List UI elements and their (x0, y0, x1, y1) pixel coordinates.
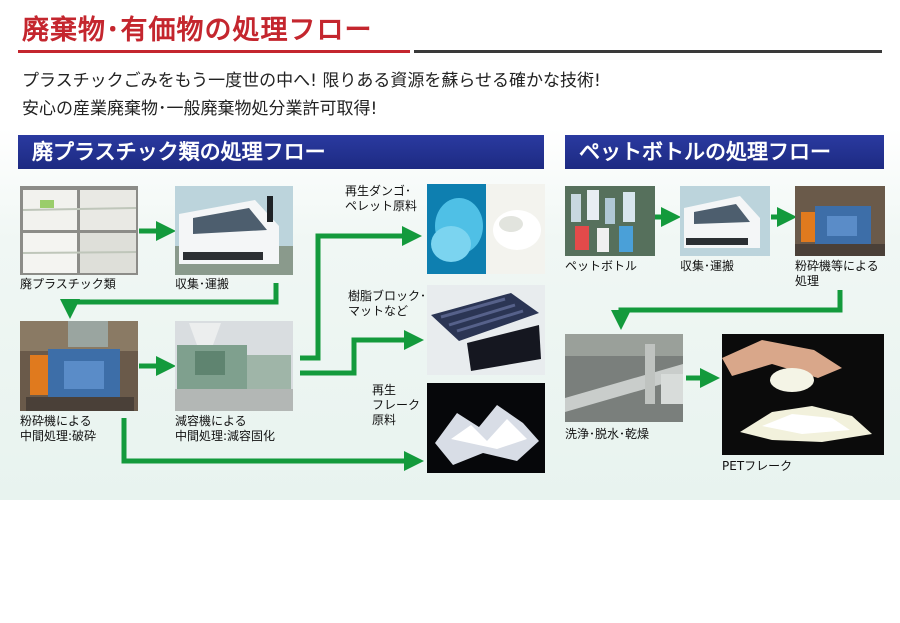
crusher-caption-line-2: 中間処理:破砕 (20, 429, 97, 443)
flake-caption-line-3: 原料 (372, 413, 397, 427)
collection-caption: 収集･運搬 (175, 277, 230, 291)
arrow-collection-to-crusher (60, 283, 279, 319)
block-caption-line-1: 樹脂ブロック･ (348, 289, 427, 303)
arrow-reducer-to-pellet (300, 226, 422, 361)
pet-collection-truck-photo (680, 186, 770, 256)
pet-flake-caption: PETフレーク (722, 459, 793, 473)
waste-plastic-caption: 廃プラスチック類 (20, 277, 116, 291)
washing-drying-photo (565, 334, 683, 422)
arrow-pet-crusher-to-washing (611, 290, 843, 330)
title-underline-red (18, 50, 410, 53)
arrow-reducer-to-block (300, 330, 424, 376)
intro-line-2: 安心の産業廃棄物･一般廃棄物処分業許可取得! (22, 99, 378, 119)
pet-crusher-caption-line-2: 処理 (795, 274, 820, 288)
pet-crusher-photo (795, 186, 885, 256)
block-caption-line-2: マットなど (348, 304, 409, 318)
title-underline-dark (414, 50, 882, 53)
page-title: 廃棄物･有価物の処理フロー (22, 15, 373, 46)
reducer-caption-line-1: 減容機による (175, 414, 247, 428)
pet-bottles-caption: ペットボトル (565, 259, 638, 273)
crusher-photo (20, 321, 138, 411)
arrow-crusher-to-flake (121, 418, 424, 471)
pet-flow-banner: ペットボトルの処理フロー (565, 135, 884, 169)
flake-caption-line-1: 再生 (372, 383, 397, 397)
resin-block-mat-photo (427, 285, 545, 375)
flake-caption-line-2: フレーク (372, 398, 421, 412)
intro-line-1: プラスチックごみをもう一度世の中へ! 限りある資源を蘇らせる確かな技術! (22, 71, 601, 91)
volume-reducer-photo (175, 321, 293, 411)
crusher-caption-line-1: 粉砕機による (20, 414, 92, 428)
pet-flake-photo (722, 334, 884, 455)
waste-plastic-bales-photo (20, 186, 138, 275)
pet-collection-caption: 収集･運搬 (680, 259, 735, 273)
pet-bottles-photo (565, 186, 655, 256)
collection-truck-photo (175, 186, 293, 275)
pet-crusher-caption-line-1: 粉砕機等による (795, 259, 879, 273)
pellet-caption-line-2: ペレット原料 (345, 199, 418, 213)
recycled-flake-photo (427, 383, 545, 473)
pellet-caption-line-1: 再生ダンゴ･ (345, 184, 412, 198)
reducer-caption-line-2: 中間処理:減容固化 (175, 429, 276, 443)
washing-caption: 洗浄･脱水･乾燥 (565, 427, 650, 441)
pellet-raw-material-photo (427, 184, 545, 274)
plastic-flow-banner: 廃プラスチック類の処理フロー (18, 135, 544, 169)
